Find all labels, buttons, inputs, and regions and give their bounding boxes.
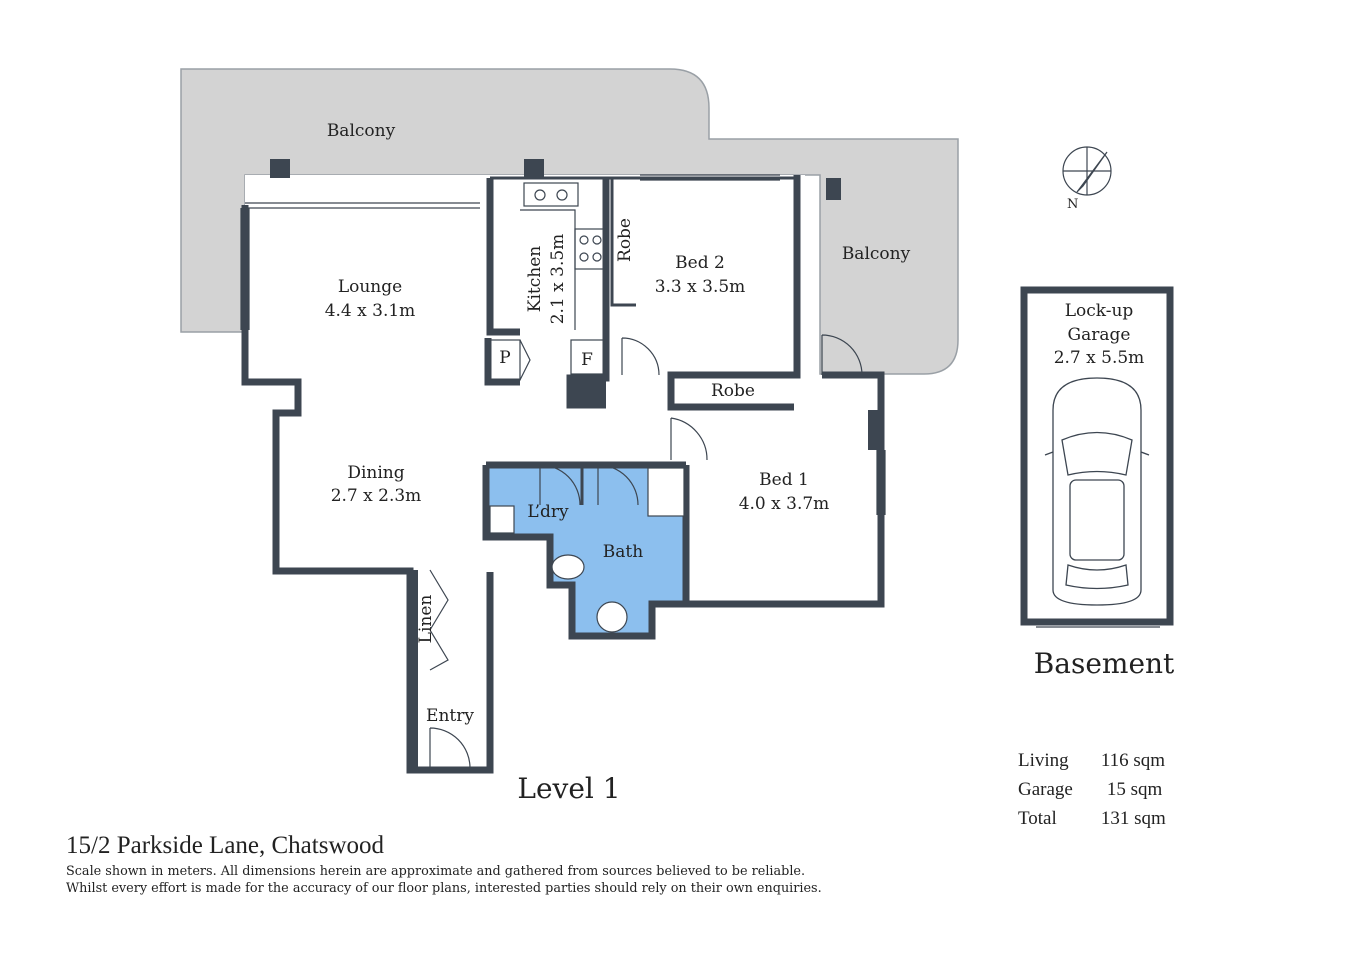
- area-value: 15 sqm: [1106, 779, 1163, 800]
- bed1-label: Bed 1: [759, 470, 809, 490]
- pillar: [826, 178, 841, 200]
- door-swing: [597, 464, 639, 506]
- door-swing: [429, 727, 471, 770]
- disclaimer-line: Whilst every effort is made for the accu…: [66, 881, 822, 896]
- basement-title: Basement: [1034, 647, 1175, 680]
- dining-label: Dining: [347, 463, 404, 483]
- entry-label: Entry: [426, 706, 474, 726]
- bed2-label: Bed 2: [675, 253, 725, 273]
- toilet-icon: [551, 554, 585, 580]
- basin-icon: [596, 601, 628, 633]
- pantry-box: [489, 339, 521, 381]
- pillar: [270, 159, 290, 178]
- disclaimer: Scale shown in meters. All dimensions he…: [66, 863, 822, 897]
- bath-label: Bath: [603, 542, 643, 562]
- balcony-main-label: Balcony: [327, 121, 396, 141]
- laundry-label: L’dry: [527, 502, 569, 522]
- garage-label-line2: Garage: [1068, 325, 1131, 345]
- door-swing: [621, 337, 660, 376]
- garage-label-line1: Lock-up: [1065, 301, 1134, 321]
- fridge-box: [570, 339, 605, 375]
- bed2-size: 3.3 x 3.5m: [655, 277, 746, 297]
- pillar: [524, 159, 544, 178]
- cooktop-icon: [574, 228, 607, 270]
- fridge-label: F: [581, 350, 593, 370]
- garage-size: 2.7 x 5.5m: [1054, 348, 1145, 368]
- kitchen-label: Kitchen: [525, 246, 545, 312]
- door-swing: [821, 334, 863, 376]
- door-swing: [539, 464, 581, 506]
- compass-icon: [1062, 146, 1112, 196]
- lounge-size: 4.4 x 3.1m: [325, 301, 416, 321]
- linen-label: Linen: [416, 595, 436, 644]
- area-label: Garage: [1018, 779, 1073, 800]
- robe-bed1-label: Robe: [711, 381, 755, 401]
- door-swing: [670, 417, 708, 461]
- balcony-side-label: Balcony: [842, 244, 911, 264]
- pantry-label: P: [499, 348, 510, 368]
- area-value: 131 sqm: [1100, 808, 1166, 829]
- dining-size: 2.7 x 2.3m: [331, 486, 422, 506]
- car-icon: [1044, 377, 1150, 606]
- disclaimer-line: Scale shown in meters. All dimensions he…: [66, 864, 806, 879]
- lounge-label: Lounge: [338, 277, 402, 297]
- bed1-size: 4.0 x 3.7m: [739, 494, 830, 514]
- area-label: Living: [1018, 750, 1069, 771]
- area-label: Total: [1018, 808, 1057, 829]
- area-row: Living 116 sqm: [1018, 750, 1166, 779]
- tub-icon: [489, 505, 515, 534]
- sink-icon: [523, 182, 579, 207]
- area-row: Total 131 sqm: [1018, 808, 1166, 837]
- compass-label: N: [1067, 197, 1078, 212]
- level1-title: Level 1: [517, 772, 620, 805]
- property-address: 15/2 Parkside Lane, Chatswood: [66, 832, 385, 859]
- kitchen-size: 2.1 x 3.5m: [548, 234, 568, 325]
- area-summary-table: Living 116 sqm Garage 15 sqm Total 131 s…: [1018, 750, 1166, 837]
- robe-bed2-label: Robe: [615, 218, 635, 262]
- area-value: 116 sqm: [1100, 750, 1166, 771]
- shower-icon: [647, 467, 685, 517]
- area-row: Garage 15 sqm: [1018, 779, 1166, 808]
